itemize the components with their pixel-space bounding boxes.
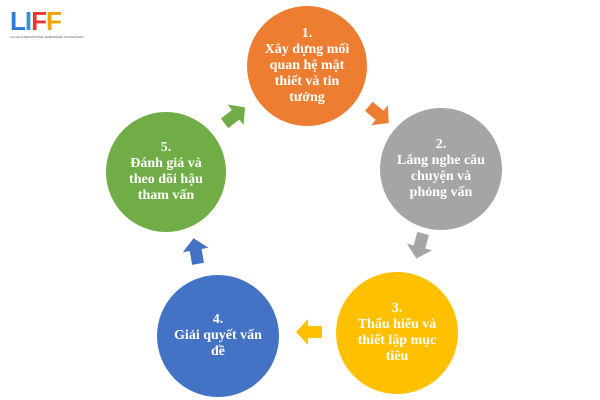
arrow-4-to-5 (182, 238, 209, 265)
step-1-number: 1. (301, 26, 313, 41)
liff-logo: LIFF LACLE INTERNATIONAL FRIENDSHIP FOUN… (10, 6, 84, 46)
arrow-3-to-4 (296, 319, 322, 345)
logo-subtitle: LACLE INTERNATIONAL FRIENDSHIP FOUNDATIO… (10, 35, 84, 39)
step-4-text: Giải quyết vấn đề (174, 328, 262, 359)
arrow-5-to-1 (220, 104, 246, 129)
step-5-text: Đánh giá và theo dõi hậu tham vấn (129, 156, 203, 203)
arrow-2-to-3 (406, 231, 433, 259)
step-3-number: 3. (391, 301, 403, 316)
step-4-number: 4. (212, 312, 224, 327)
step-3-circle: 3. Thấu hiểu và thiết lập mục tiêu (336, 272, 458, 394)
step-1-text: Xây dựng mối quan hệ mật thiết và tin tư… (264, 42, 350, 105)
step-3-text: Thấu hiểu và thiết lập mục tiêu (357, 317, 437, 364)
arrow-1-to-2 (364, 101, 389, 126)
step-4-circle: 4. Giải quyết vấn đề (157, 275, 279, 397)
logo-wordmark: LIFF (10, 6, 62, 36)
step-5-circle: 5. Đánh giá và theo dõi hậu tham vấn (106, 112, 226, 232)
step-5-number: 5. (160, 140, 172, 155)
step-1-circle: 1. Xây dựng mối quan hệ mật thiết và tin… (247, 6, 367, 126)
step-2-circle: 2. Lắng nghe câu chuyện và phỏng vấn (380, 108, 502, 230)
step-2-number: 2. (435, 137, 447, 152)
step-2-text: Lắng nghe câu chuyện và phỏng vấn (397, 153, 485, 200)
